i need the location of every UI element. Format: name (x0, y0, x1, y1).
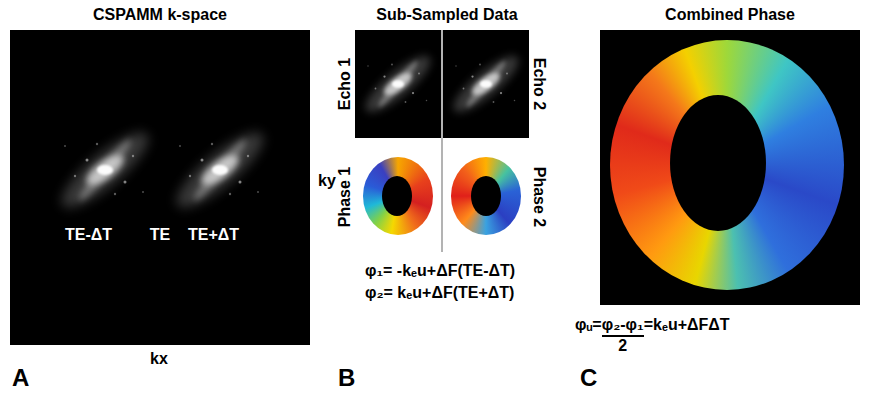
panel-title: CSPAMM k-space (93, 6, 227, 24)
equation: φᵤ= (575, 316, 602, 334)
panel-letter: B (338, 364, 355, 392)
phase-map-hole (382, 176, 412, 216)
equation: 2 (618, 337, 627, 355)
panel-title: Combined Phase (665, 6, 795, 24)
echo-time: TE+ΔT (188, 226, 239, 244)
equation: =kₑu+ΔFΔT (644, 316, 730, 334)
echo-time: TE (150, 226, 170, 244)
echo-image: Echo 1 (355, 30, 441, 138)
axis-label: ky (318, 172, 336, 190)
panel-letter: C (580, 364, 597, 392)
combined-equation: φᵤ=φ₂-φ₁2=kₑu+ΔFΔT (575, 316, 730, 356)
kspace-panel: CSPAMM k-spaceTE-ΔTTETE+ΔT (10, 30, 310, 345)
panel-letter: A (12, 364, 29, 392)
equation: φ₁= -kₑu+ΔF(TE-ΔT) (365, 262, 515, 280)
equation: φ₂-φ₁ (602, 316, 644, 337)
equation: φ₂= kₑu+ΔF(TE+ΔT) (365, 284, 514, 302)
axis-label: kx (150, 350, 168, 368)
phase-map-hole (471, 176, 501, 216)
echo-time: TE-ΔT (65, 226, 112, 244)
fraction: φ₂-φ₁2 (602, 316, 644, 356)
image-label: Phase 2 (530, 167, 548, 227)
phase-image: Phase 1 (355, 142, 441, 252)
echo-image: Echo 2 (443, 30, 529, 138)
panel-title: Sub-Sampled Data (376, 6, 517, 24)
image-label: Phase 1 (336, 167, 354, 227)
image-label: Echo 2 (530, 58, 548, 110)
combined-phase-map-hole (670, 95, 766, 231)
phase-image: Phase 2 (443, 142, 529, 252)
subsampled-panel: Sub-Sampled DataEcho 1Echo 2Phase 1Phase… (340, 30, 555, 252)
combined-phase-panel: Combined Phase (600, 30, 860, 305)
image-label: Echo 1 (336, 58, 354, 110)
